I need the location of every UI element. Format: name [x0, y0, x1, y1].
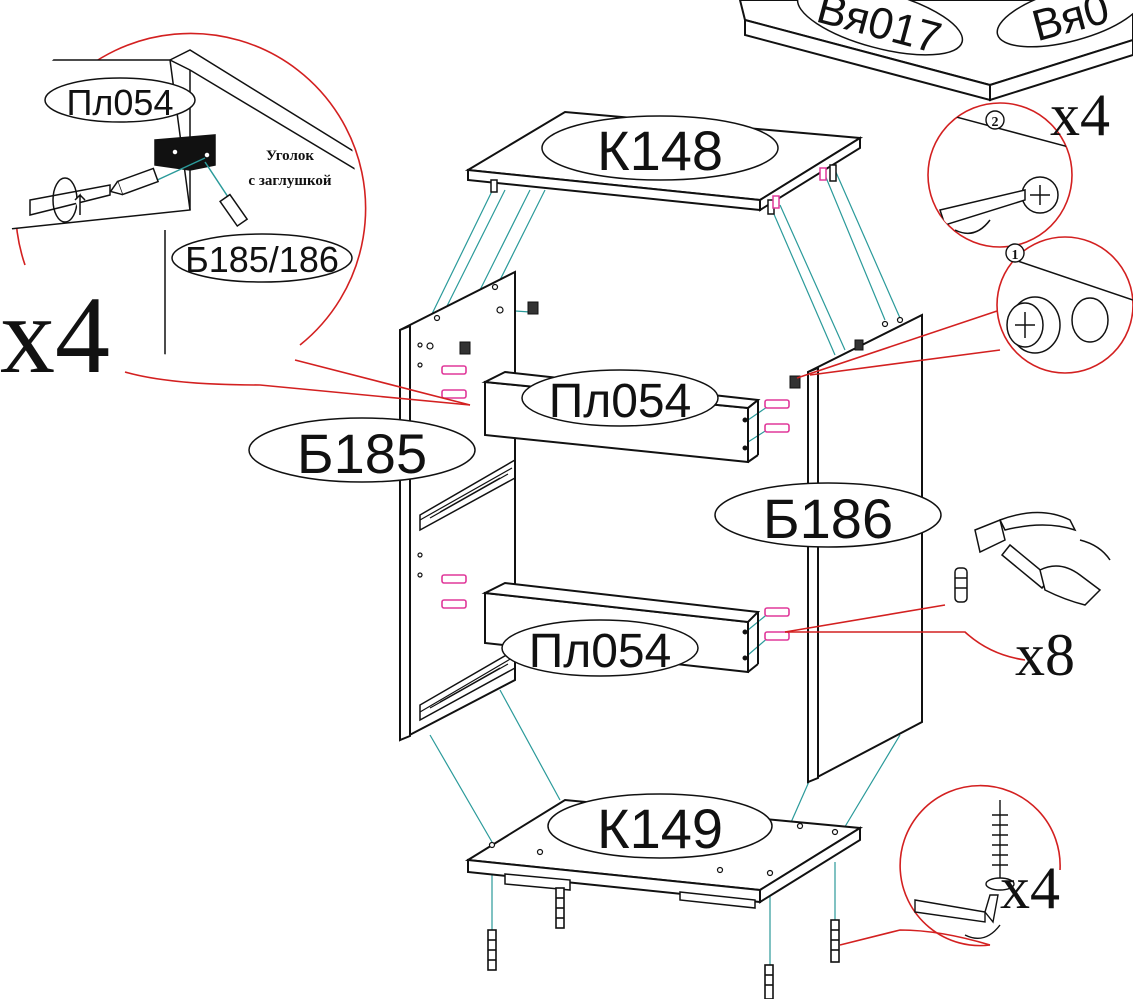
label-oval-upper-bar — [521, 369, 719, 427]
part-label-k148: К148 — [597, 119, 723, 182]
part-label-upper-bar: Пл054 — [549, 375, 692, 428]
step-2-number: 2 — [992, 115, 999, 130]
corner-bracket-callout: Уголок с заглушкой Пл054 Б185/186 — [5, 32, 367, 355]
corner-title-line2: с заглушкой — [248, 173, 332, 189]
leg-adjust-callout — [899, 784, 1061, 947]
part-label-k149: К149 — [597, 797, 723, 860]
label-oval-b185 — [248, 417, 476, 483]
label-oval-k149 — [547, 793, 773, 859]
label-oval-vya017 — [796, 0, 964, 56]
part-label-b186: Б186 — [763, 487, 893, 550]
label-oval-lower-bar — [501, 619, 699, 677]
part-label-corner-sides: Б185/186 — [185, 239, 339, 280]
left-side-panel-b185 — [399, 270, 539, 742]
callout-leaders — [124, 309, 1026, 946]
qty-corner: x4 — [0, 274, 110, 396]
part-label-corner-bar: Пл054 — [67, 82, 174, 123]
step-1-number: 1 — [1012, 248, 1019, 263]
qty-leg: x4 — [1000, 855, 1060, 921]
label-oval-k148 — [541, 115, 779, 181]
cam-lock-callout: 1 — [996, 236, 1133, 374]
dowels — [441, 365, 790, 641]
label-oval-corner-bar — [44, 77, 196, 123]
dowel-hammer-callout — [954, 511, 1111, 606]
qty-dowel: x8 — [1015, 622, 1075, 688]
part-label-b185: Б185 — [297, 422, 427, 485]
right-side-panel-b186 — [789, 313, 923, 784]
label-oval-vya0 — [996, 0, 1133, 48]
screw-callout: 2 — [927, 102, 1073, 248]
part-label-lower-bar: Пл054 — [529, 625, 672, 678]
label-oval-b186 — [714, 482, 942, 548]
label-oval-corner-sides — [171, 233, 353, 283]
leveling-legs — [487, 887, 840, 999]
corner-title-line1: Уголок — [266, 148, 314, 164]
qty-cam: x4 — [1050, 82, 1110, 148]
